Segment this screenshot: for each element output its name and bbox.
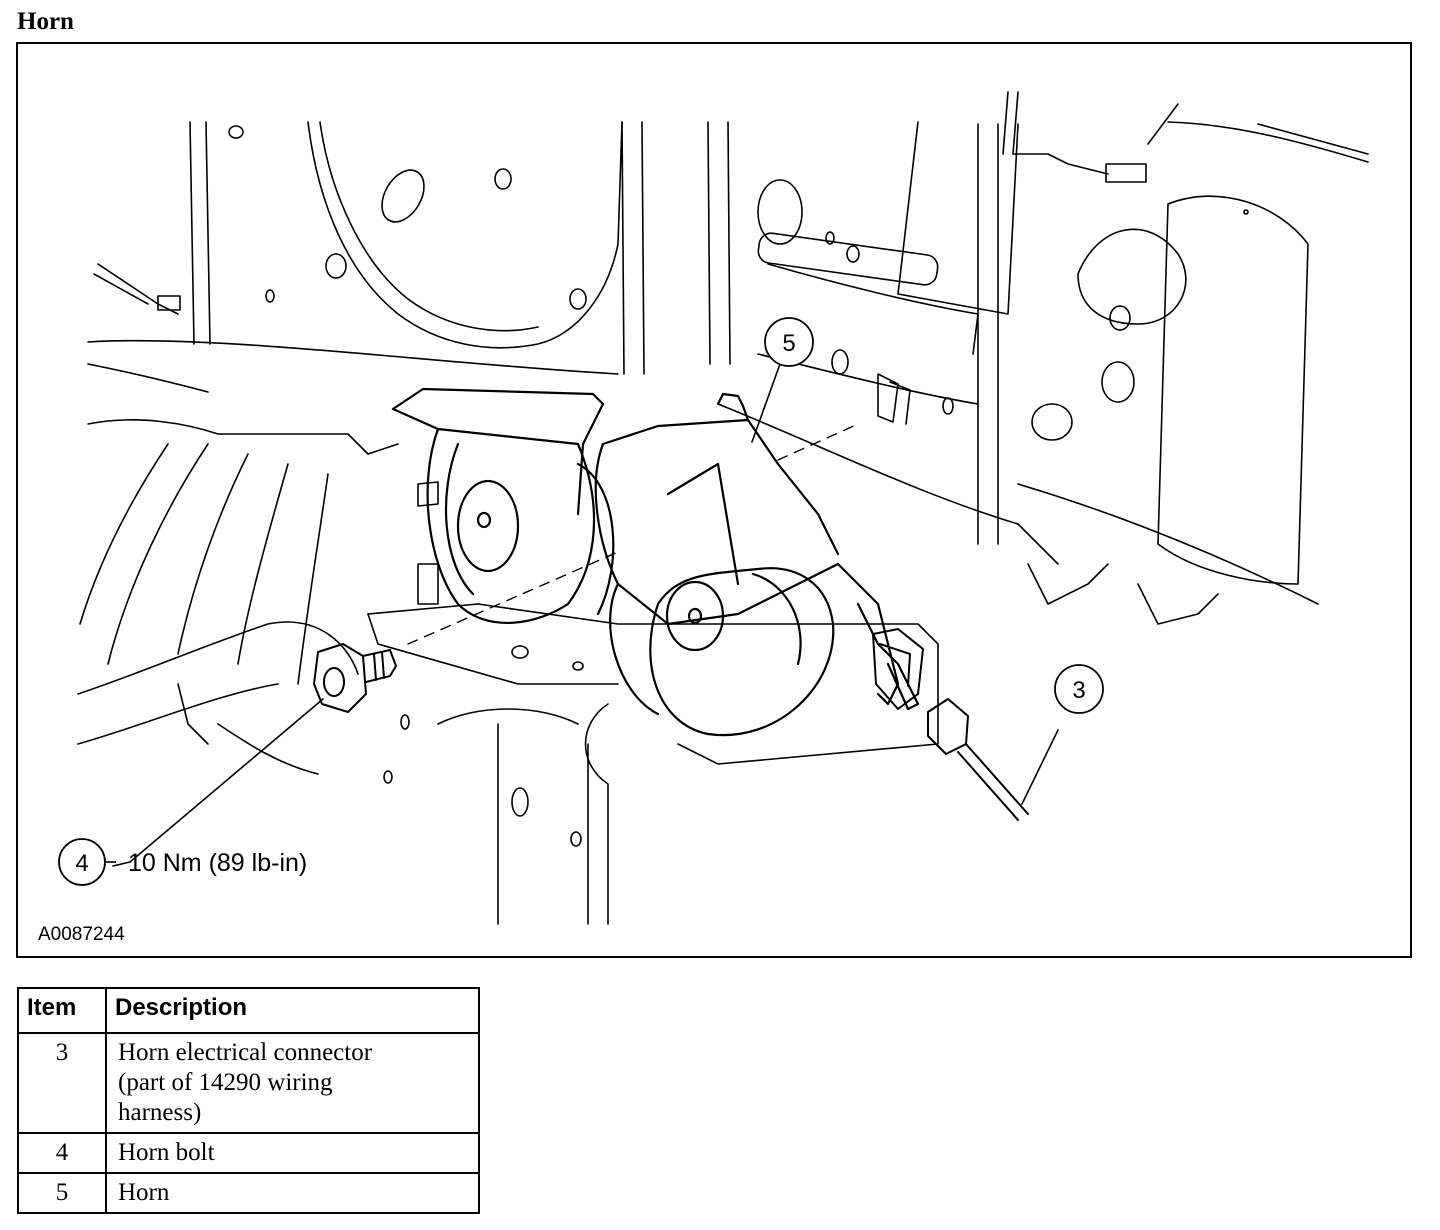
figure-id: A0087244 [38, 924, 125, 945]
item-description: Horn [105, 1172, 480, 1214]
horn-line-drawing: 5 3 4 10 Nm (89 lb-in) A0087244 [38, 91, 1369, 945]
item-description: Horn bolt [105, 1132, 480, 1174]
column-header-item: Item [17, 987, 107, 1034]
column-header-description: Description [105, 987, 480, 1034]
callout-3: 3 [1054, 664, 1104, 714]
item-number: 3 [17, 1032, 107, 1134]
table-row: 5 Horn [17, 1172, 480, 1214]
vehicle-structure-left [77, 121, 623, 775]
callout-5: 5 [764, 317, 814, 367]
item-description-table: Item Description 3 Horn electrical conne… [17, 987, 480, 1214]
horn-electrical-connector [927, 698, 1029, 821]
item-description-text: Horn electrical connector (part of 14290… [118, 1039, 373, 1126]
callout-4-label: 4 [75, 850, 88, 877]
vehicle-structure-right [621, 91, 1369, 625]
callout-3-label: 3 [1072, 677, 1085, 704]
table-header-row: Item Description [17, 987, 480, 1034]
callout-4: 4 10 Nm (89 lb-in) [58, 838, 307, 886]
horn-connector-receptacle [872, 628, 924, 710]
rear-horn [391, 387, 615, 624]
horn-bolt [313, 643, 397, 713]
horn [594, 392, 920, 737]
mounting-bracket [367, 481, 939, 925]
installation-guide-lines [407, 423, 859, 645]
table-row: 4 Horn bolt [17, 1132, 480, 1174]
item-description: Horn electrical connector (part of 14290… [105, 1032, 480, 1134]
page-title: Horn [17, 8, 74, 35]
item-number: 4 [17, 1132, 107, 1174]
torque-spec: 10 Nm (89 lb-in) [128, 849, 307, 877]
horn-illustration: 5 3 4 10 Nm (89 lb-in) A0087244 [16, 42, 1412, 958]
table-row: 3 Horn electrical connector (part of 142… [17, 1032, 480, 1134]
callout-leaders [112, 363, 1059, 867]
callout-5-label: 5 [782, 330, 795, 357]
item-number: 5 [17, 1172, 107, 1214]
